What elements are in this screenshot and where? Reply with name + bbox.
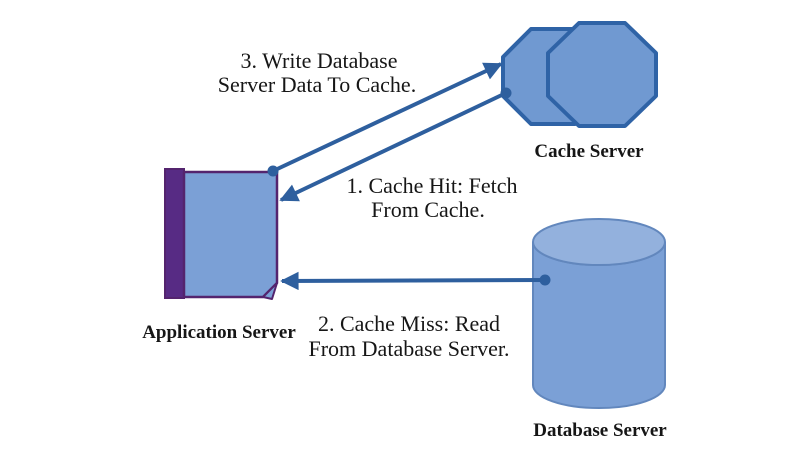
edge-label-write-to-cache-line1: 3. Write Database [241, 48, 398, 73]
arrow-cache-miss-origin-dot [539, 274, 551, 286]
arrow-write-to-cache [272, 62, 503, 173]
database-cylinder-top [532, 218, 666, 266]
arrow-cache-miss [280, 271, 546, 291]
arrow-cache-hit-origin-dot [500, 87, 512, 99]
cache-server-node: Cache Server [501, 21, 658, 162]
connectors [267, 62, 551, 291]
application-server-fold-corner [262, 282, 278, 300]
edge-label-cache-hit-line2: From Cache. [371, 197, 485, 222]
application-server-box [182, 170, 279, 299]
edge-label-cache-miss-line1: 2. Cache Miss: Read [318, 311, 500, 336]
edge-labels: 3. Write Database Server Data To Cache. … [218, 48, 518, 361]
edge-label-cache-miss-line2: From Database Server. [309, 336, 510, 361]
database-server-label: Database Server [533, 420, 667, 441]
arrow-cache-hit [279, 91, 507, 202]
application-server-side-panel [164, 168, 185, 299]
cache-server-front-octagon [546, 21, 658, 128]
database-server-node: Database Server [532, 218, 667, 441]
cache-server-label: Cache Server [534, 141, 644, 162]
application-server-node: Application Server [142, 168, 296, 343]
edge-label-cache-hit-line1: 1. Cache Hit: Fetch [346, 173, 517, 198]
database-cylinder-body [532, 241, 666, 409]
application-server-label: Application Server [142, 322, 296, 343]
edge-label-write-to-cache-line2: Server Data To Cache. [218, 72, 416, 97]
arrow-write-to-cache-origin-dot [267, 165, 279, 177]
